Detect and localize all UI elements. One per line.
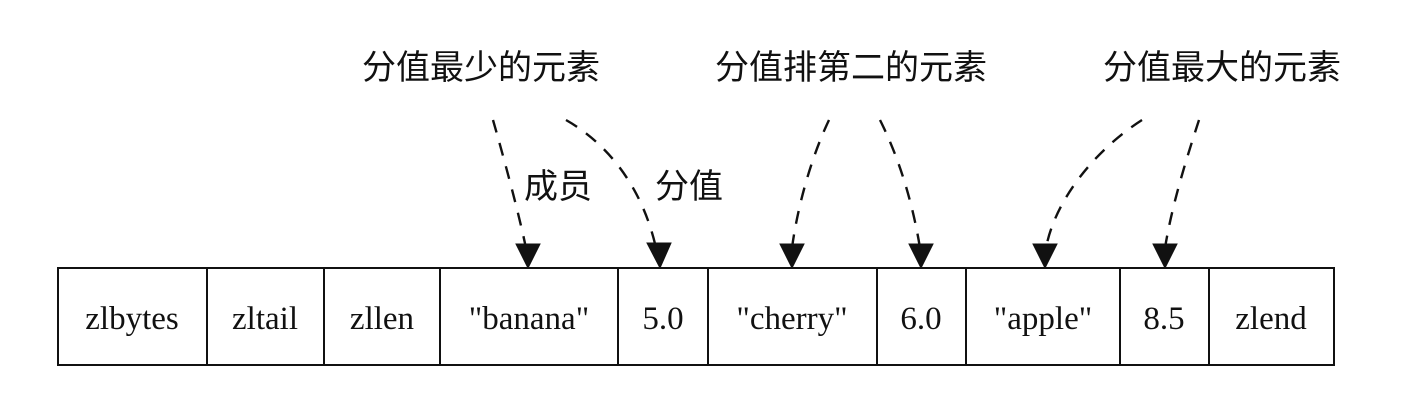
cell-box <box>57 267 208 366</box>
cell-box <box>965 267 1121 366</box>
cell-banana: "banana" <box>439 267 619 366</box>
arrow-min-to-score <box>565 118 658 249</box>
cell-label: "cherry" <box>736 301 847 337</box>
arrow-max-to-member <box>1044 118 1143 249</box>
cell-apple: "apple" <box>965 267 1121 366</box>
cell-box <box>439 267 619 366</box>
label-max-score-element: 分值最大的元素 <box>1103 48 1341 88</box>
cell-score-8-5: 8.5 <box>1119 267 1210 366</box>
label-min-score-element: 分值最少的元素 <box>362 48 600 88</box>
cell-label: "banana" <box>469 301 589 337</box>
cell-zlend: zlend <box>1208 267 1335 366</box>
arrow-head-max-to-score <box>1152 243 1178 270</box>
cell-label: 5.0 <box>642 301 683 337</box>
arrow-head-min-to-score <box>646 242 672 270</box>
cell-zltail: zltail <box>206 267 325 366</box>
label-score: 分值 <box>655 167 723 207</box>
cell-score-5-0: 5.0 <box>617 267 709 366</box>
cell-label: 8.5 <box>1143 301 1184 337</box>
arrow-head-second-to-member <box>779 243 805 270</box>
cell-label: "apple" <box>994 301 1092 337</box>
cell-label: zltail <box>232 301 298 337</box>
cell-box <box>1119 267 1210 366</box>
cell-label: 6.0 <box>900 301 941 337</box>
arrow-max-to-score <box>1163 119 1201 249</box>
cell-cherry: "cherry" <box>707 267 878 366</box>
cell-score-6-0: 6.0 <box>876 267 967 366</box>
label-member: 成员 <box>524 167 592 207</box>
arrow-head-min-to-member <box>515 243 541 270</box>
arrow-head-second-to-score <box>908 243 934 270</box>
cell-box <box>206 267 325 366</box>
cell-box <box>876 267 967 366</box>
cell-zllen: zllen <box>323 267 441 366</box>
cell-zlbytes: zlbytes <box>57 267 208 366</box>
arrow-second-to-score <box>878 119 922 249</box>
cell-box <box>1208 267 1335 366</box>
cell-label: zlbytes <box>85 301 178 337</box>
arrow-second-to-member <box>790 119 831 249</box>
cell-box <box>707 267 878 366</box>
arrow-head-max-to-member <box>1032 243 1058 270</box>
cell-box <box>617 267 709 366</box>
cell-label: zlend <box>1235 301 1307 337</box>
label-second-score-element: 分值排第二的元素 <box>715 48 987 88</box>
arrow-min-to-member <box>491 119 528 249</box>
ziplist-row: zlbytes zltail zllen "banana" 5.0 "cherr… <box>57 267 1335 366</box>
cell-label: zllen <box>350 301 414 337</box>
